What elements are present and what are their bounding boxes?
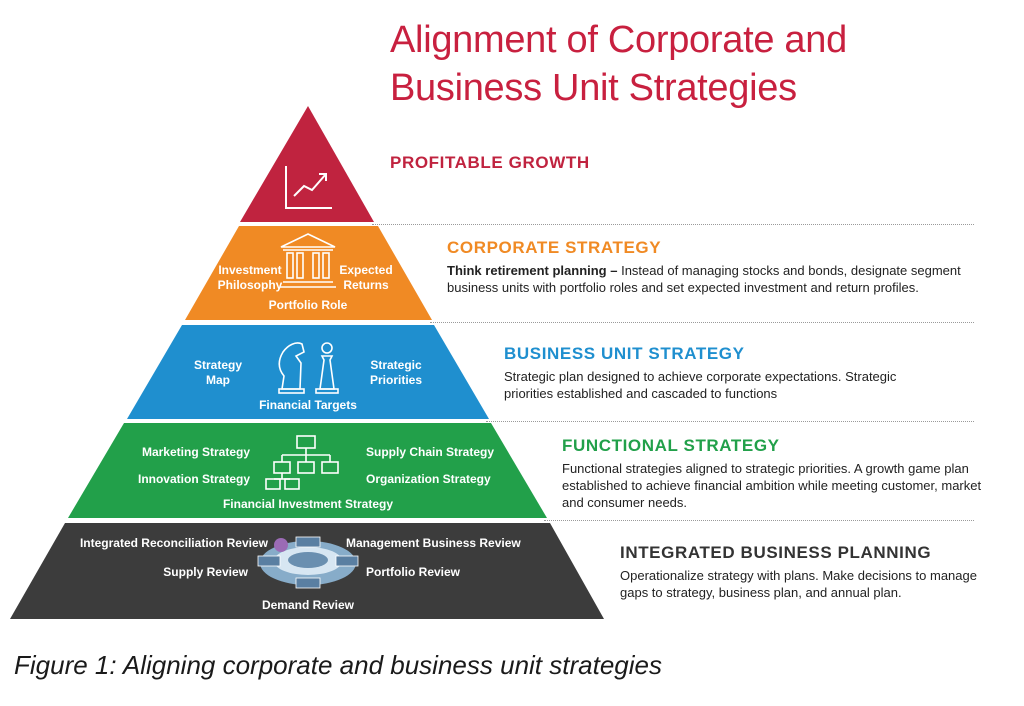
chess-icon (278, 342, 339, 394)
corporate-description-bold: Think retirement planning – (447, 263, 618, 278)
ibp-top-right-label: Management Business Review (346, 536, 521, 550)
bu-left-label: Strategy Map (180, 358, 256, 388)
figure-caption: Figure 1: Aligning corporate and busines… (14, 650, 662, 680)
corporate-left-label-line-1: Investment (218, 263, 282, 277)
bu-bottom-label: Financial Targets (259, 398, 357, 412)
ibp-mid-right-label: Portfolio Review (366, 565, 461, 579)
divider-3 (486, 421, 974, 422)
ibp-bottom-label: Demand Review (261, 598, 355, 612)
ibp-top-left-label: Integrated Reconciliation Review (79, 536, 268, 550)
divider-1 (372, 224, 974, 225)
ibp-description: Operationalize strategy with plans. Make… (620, 568, 977, 600)
tier-business-unit (127, 325, 489, 419)
tier-growth (240, 106, 374, 222)
functional-bottom-right-label: Organization Strategy (366, 472, 491, 486)
corporate-description-text: Instead of managing stocks and bonds, de… (447, 263, 961, 295)
title-line-1: Alignment of Corporate and (390, 19, 847, 61)
corporate-right-label-line-2: Returns (343, 278, 389, 292)
title-line-2: Business Unit Strategies (390, 67, 797, 109)
bu-right-label: Strategic Priorities (356, 358, 436, 388)
bu-left-label-line-2: Map (206, 373, 230, 387)
cycle-icon (257, 536, 359, 589)
functional-top-left-label: Marketing Strategy (141, 445, 250, 459)
bank-icon (280, 233, 336, 288)
corporate-left-label: Investment Philosophy (210, 263, 290, 293)
ibp-mid-left-label: Supply Review (163, 565, 248, 579)
corporate-bottom-label: Portfolio Role (268, 298, 348, 312)
corporate-description: Think retirement planning – Instead of m… (447, 262, 977, 296)
org-chart-icon (265, 435, 339, 490)
bu-description: Strategic plan designed to achieve corpo… (504, 369, 897, 401)
corporate-left-label-line-2: Philosophy (217, 278, 283, 292)
corporate-right-label-line-1: Expected (339, 263, 393, 277)
ibp-heading: INTEGRATED BUSINESS PLANNING (620, 543, 932, 562)
corporate-heading: CORPORATE STRATEGY (447, 238, 662, 257)
bu-left-label-line-1: Strategy (193, 358, 243, 372)
bu-right-label-line-2: Priorities (369, 373, 423, 387)
functional-top-right-label: Supply Chain Strategy (366, 445, 495, 459)
tier-functional (68, 423, 547, 518)
functional-description: Functional strategies aligned to strateg… (562, 461, 982, 510)
divider-4 (544, 520, 974, 521)
diagram-title: Alignment of Corporate and Business Unit… (390, 16, 847, 112)
functional-bottom-left-label: Innovation Strategy (137, 472, 250, 486)
bu-heading: BUSINESS UNIT STRATEGY (504, 344, 745, 363)
functional-bottom-label: Financial Investment Strategy (222, 497, 394, 511)
bu-right-label-line-1: Strategic (370, 358, 422, 372)
growth-heading: PROFITABLE GROWTH (390, 153, 590, 172)
functional-heading: FUNCTIONAL STRATEGY (562, 436, 780, 455)
chart-icon (285, 166, 332, 209)
divider-2 (430, 322, 974, 323)
corporate-right-label: Expected Returns (326, 263, 406, 293)
tier-corporate (185, 226, 432, 320)
